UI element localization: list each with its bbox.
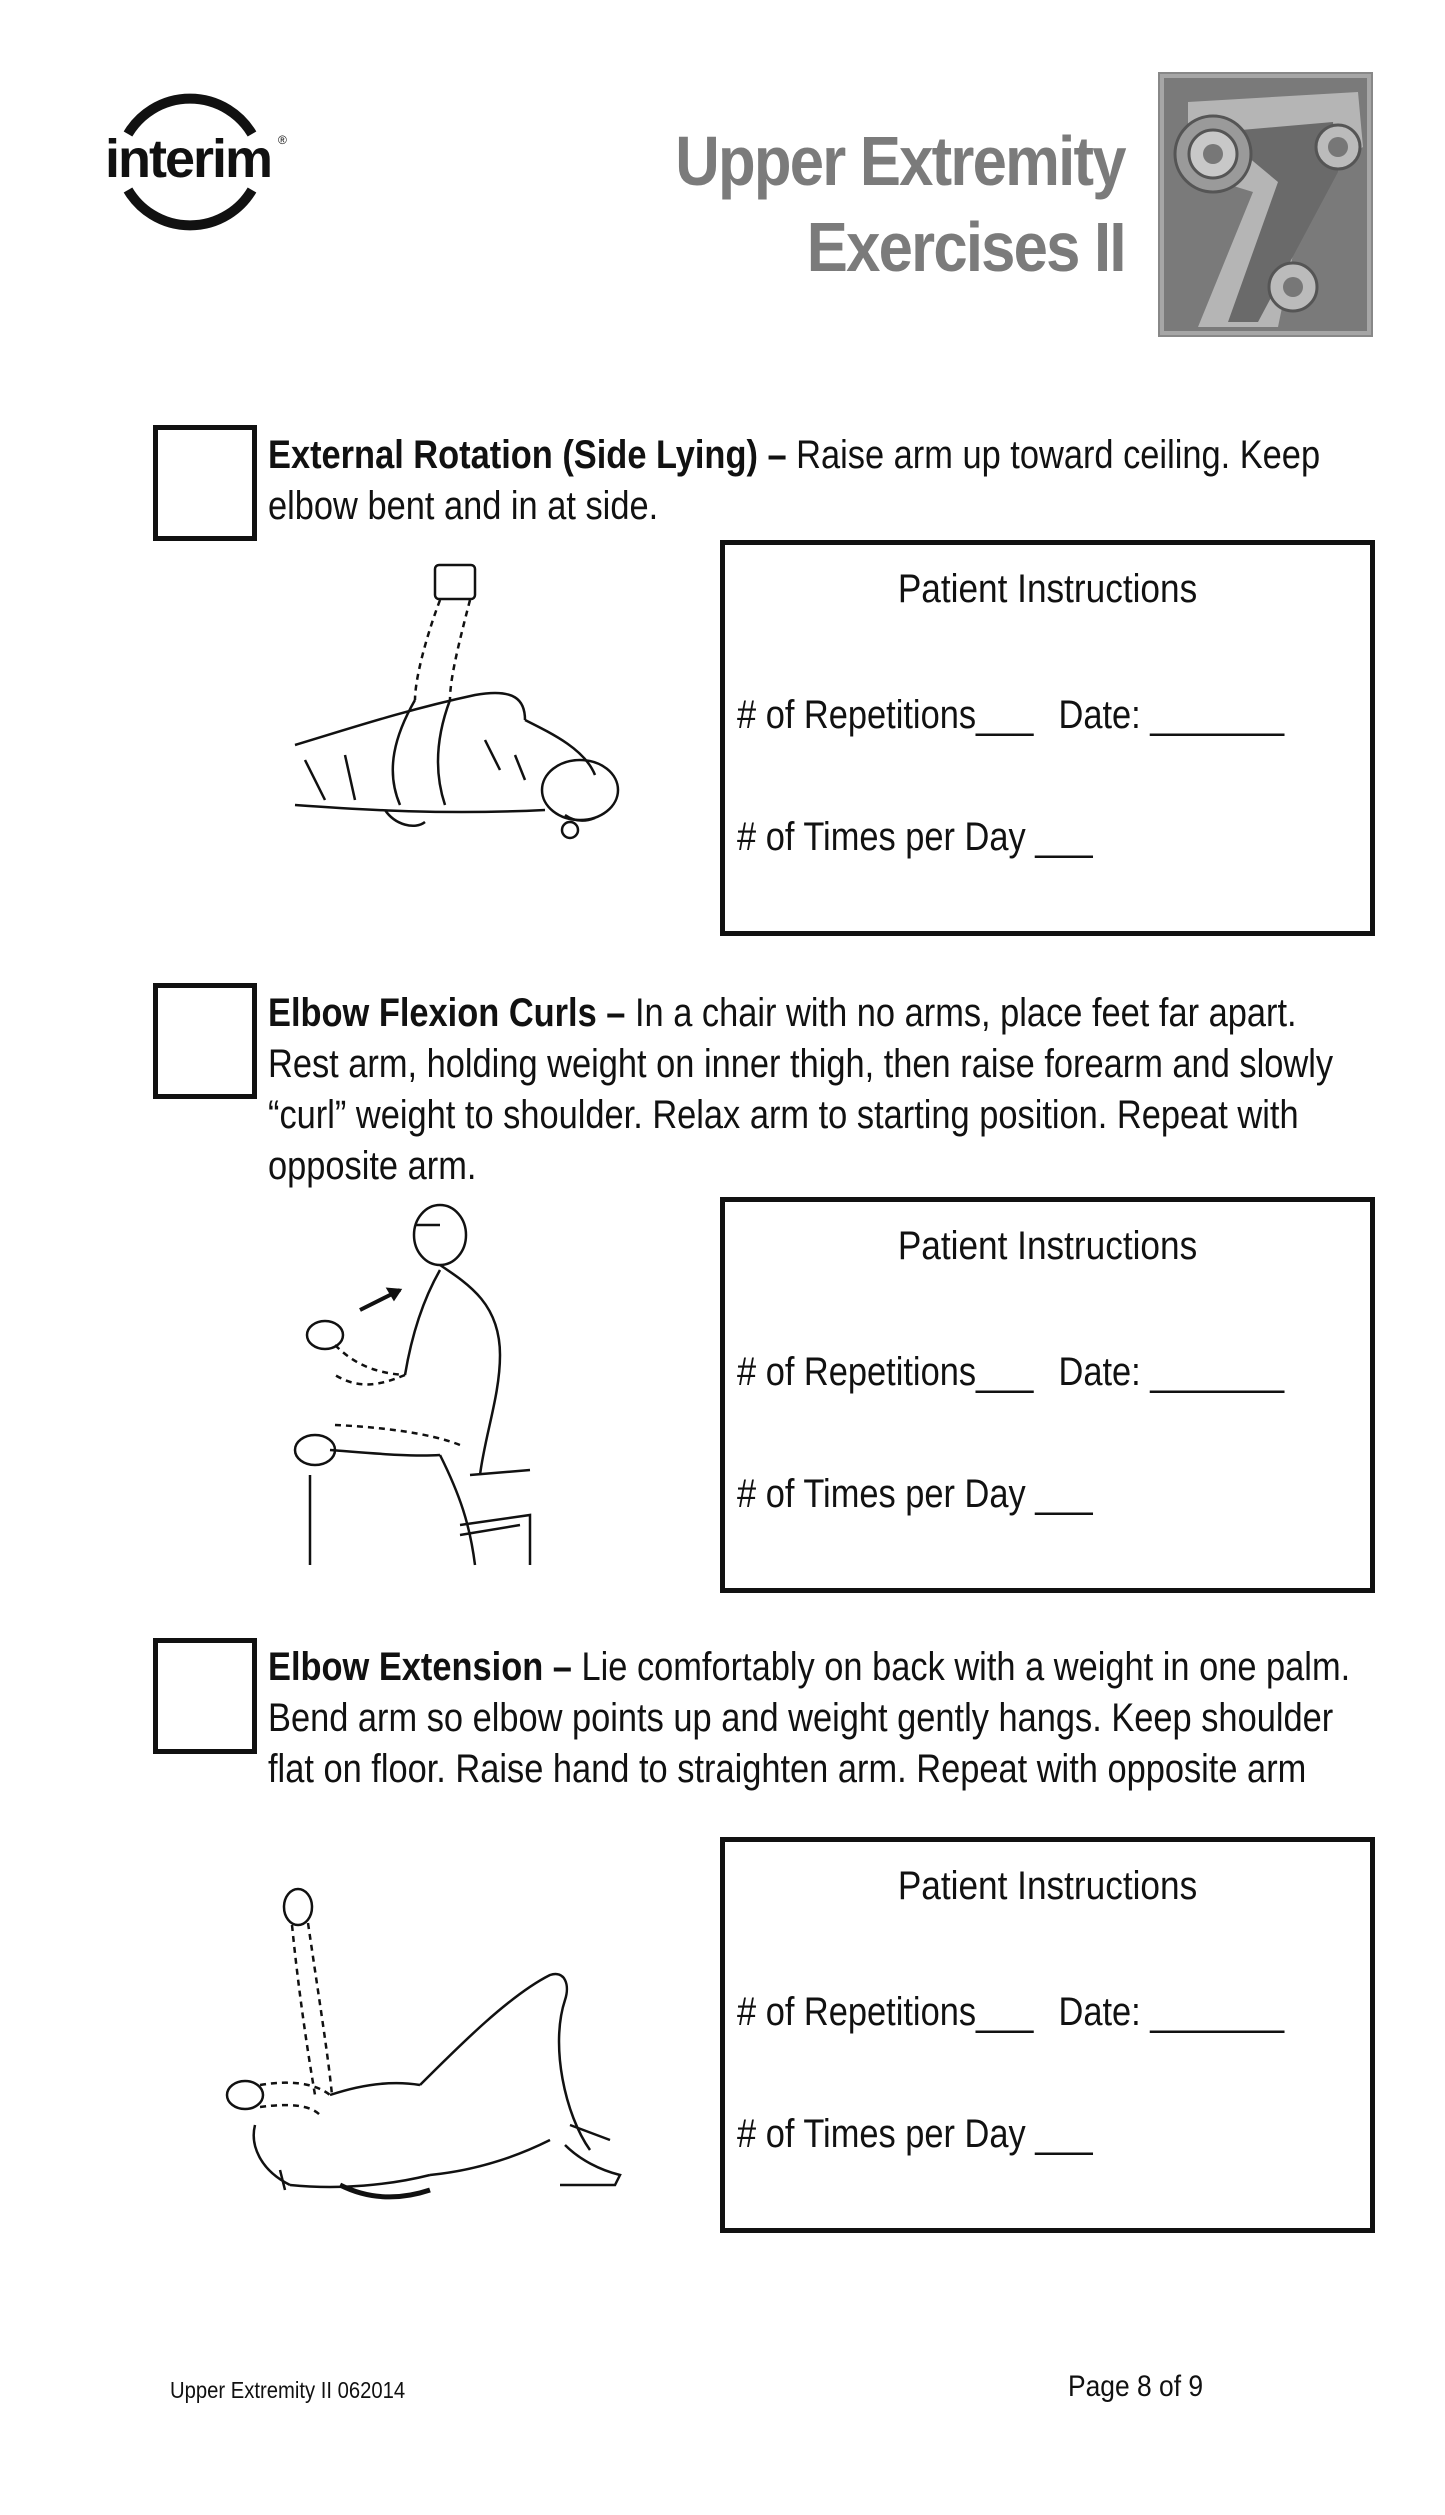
exercise-1-description: External Rotation (Side Lying) – Raise a… — [268, 430, 1352, 532]
exercise-3-instructions-panel: Patient Instructions # of Repetitions___… — [720, 1837, 1375, 2233]
exercise-3-description: Elbow Extension – Lie comfortably on bac… — [268, 1642, 1352, 1795]
elbow-extension-illustration — [220, 1885, 640, 2215]
repetitions-label[interactable]: # of Repetitions___ — [737, 693, 1034, 737]
date-label[interactable]: Date: _______ — [1058, 1350, 1285, 1394]
exercise-1-checkbox[interactable] — [153, 425, 257, 541]
elbow-flexion-illustration — [290, 1195, 550, 1575]
exercise-2-name: Elbow Flexion Curls – — [268, 991, 626, 1035]
panel-title: Patient Instructions — [897, 567, 1198, 611]
external-rotation-illustration — [285, 560, 625, 880]
times-per-day-row[interactable]: # of Times per Day ___ — [737, 815, 1093, 859]
repetitions-label[interactable]: # of Repetitions___ — [737, 1350, 1034, 1394]
repetitions-row: # of Repetitions___ Date: _______ — [737, 693, 1284, 738]
exercise-2-text: In a chair with no arms, place feet far … — [268, 991, 1334, 1188]
panel-title: Patient Instructions — [897, 1224, 1198, 1268]
repetitions-row: # of Repetitions___ Date: _______ — [737, 1350, 1284, 1395]
title-line-2: Exercises II — [807, 208, 1127, 286]
times-per-day-row[interactable]: # of Times per Day ___ — [737, 2112, 1093, 2156]
exercise-2-checkbox[interactable] — [153, 983, 257, 1099]
footer-page-number: Page 8 of 9 — [1068, 2370, 1204, 2403]
exercise-1-instructions-panel: Patient Instructions # of Repetitions___… — [720, 540, 1375, 936]
registered-mark: ® — [278, 133, 287, 147]
exercise-2-instructions-panel: Patient Instructions # of Repetitions___… — [720, 1197, 1375, 1593]
exercise-1-text: Raise arm up toward ceiling. Keep elbow … — [268, 433, 1321, 528]
exercise-3-text: Lie comfortably on back with a weight in… — [268, 1645, 1351, 1791]
repetitions-label[interactable]: # of Repetitions___ — [737, 1990, 1034, 2034]
exercise-2-description: Elbow Flexion Curls – In a chair with no… — [268, 988, 1352, 1192]
pulley-graphic — [1158, 72, 1373, 337]
date-label[interactable]: Date: _______ — [1058, 1990, 1285, 2034]
interim-logo: interim ® — [90, 62, 290, 262]
exercise-3-checkbox[interactable] — [153, 1638, 257, 1754]
exercise-3-name: Elbow Extension – — [268, 1645, 572, 1689]
title-line-1: Upper Extremity — [675, 122, 1127, 200]
page-title: Upper Extremity Exercises II — [675, 118, 1127, 290]
repetitions-row: # of Repetitions___ Date: _______ — [737, 1990, 1284, 2035]
times-per-day-row[interactable]: # of Times per Day ___ — [737, 1472, 1093, 1516]
panel-title: Patient Instructions — [897, 1864, 1198, 1908]
date-label[interactable]: Date: _______ — [1058, 693, 1285, 737]
footer-doc-code: Upper Extremity II 062014 — [170, 2377, 406, 2403]
exercise-1-name: External Rotation (Side Lying) – — [268, 433, 787, 477]
logo-text: interim — [105, 129, 271, 189]
